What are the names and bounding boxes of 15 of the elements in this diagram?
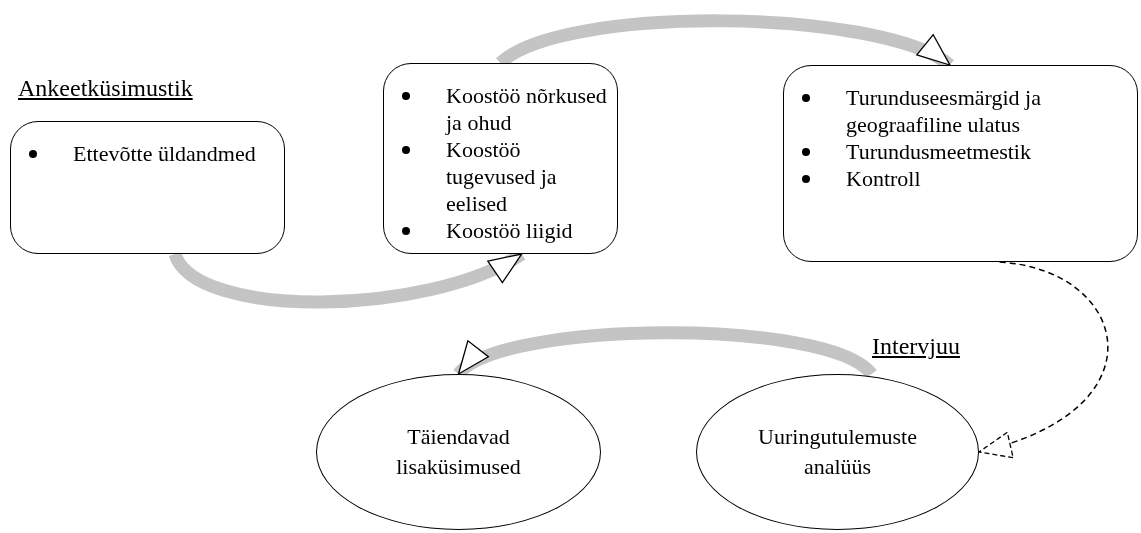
rounded-box (10, 121, 285, 254)
rounded-box (383, 63, 618, 254)
node-text: Uuringutulemuste analüüs (757, 423, 918, 481)
bullet-text: Koostöö liigid (446, 217, 573, 244)
heading-label: Intervjuu (872, 334, 960, 358)
bullet-text: Koostöö nõrkused ja ohud (446, 82, 608, 136)
bullet-text: Turundusmeetmestik (846, 138, 1031, 165)
node-text: Täiendavad lisaküsimused (395, 423, 522, 481)
bullet-text: Kontroll (846, 165, 921, 192)
rounded-box (783, 65, 1138, 262)
bullet-text: Turunduseesmärgid ja geograafiline ulatus (846, 84, 1042, 138)
bullet-text: Ettevõtte üldandmed (73, 140, 256, 167)
heading-label: Ankeetküsimustik (18, 76, 193, 100)
curved-arrow (978, 261, 1109, 457)
bullet-text: Koostöö tugevused ja eelised (446, 136, 558, 217)
